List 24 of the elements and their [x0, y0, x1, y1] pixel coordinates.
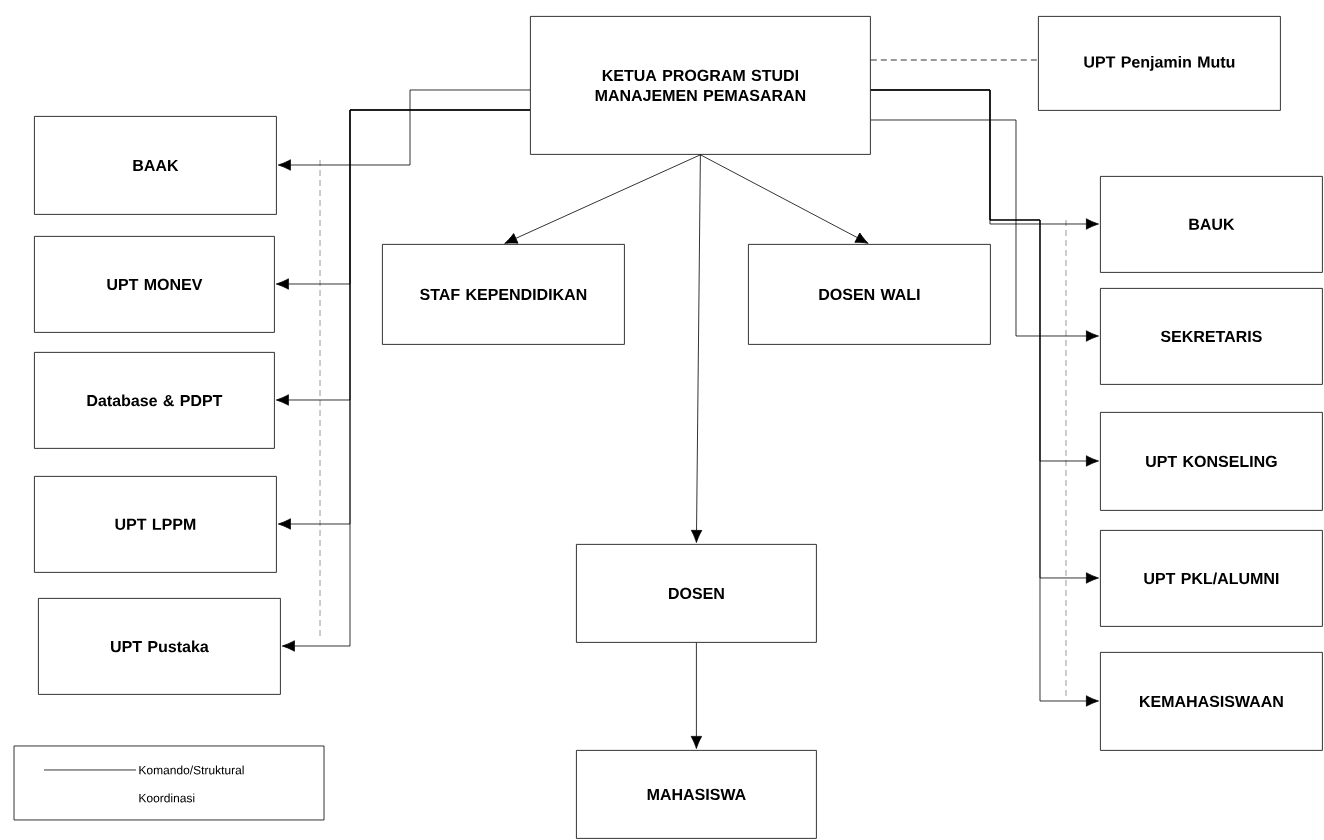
org-box: UPT KONSELING — [1100, 412, 1323, 511]
org-box: KETUA PROGRAM STUDI MANAJEMEN PEMASARAN — [530, 16, 871, 155]
org-box: STAF KEPENDIDIKAN — [382, 244, 625, 345]
org-box: BAAK — [34, 116, 277, 215]
org-box: DOSEN — [576, 544, 817, 643]
connector-arrow — [690, 642, 703, 749]
org-box: DOSEN WALI — [748, 244, 991, 345]
org-box: KEMAHASISWAAN — [1100, 652, 1323, 751]
org-box: UPT LPPM — [34, 476, 277, 573]
org-box: UPT MONEV — [34, 236, 275, 333]
org-box: MAHASISWA — [576, 750, 817, 839]
connector-arrow — [700, 154, 869, 244]
org-box: Database & PDPT — [34, 352, 275, 449]
org-box: UPT Penjamin Mutu — [1038, 16, 1281, 111]
connector-arrow — [277, 89, 531, 171]
connector-arrow — [281, 109, 531, 652]
connector-arrow — [870, 89, 1099, 707]
connector-arrow — [870, 119, 1099, 342]
org-box: BAUK — [1100, 176, 1323, 273]
org-box: SEKRETARIS — [1100, 288, 1323, 385]
org-box: UPT PKL/ALUMNI — [1100, 530, 1323, 627]
connector-arrow — [690, 154, 703, 543]
connector-arrow — [504, 154, 701, 244]
org-box: UPT Pustaka — [38, 598, 281, 695]
